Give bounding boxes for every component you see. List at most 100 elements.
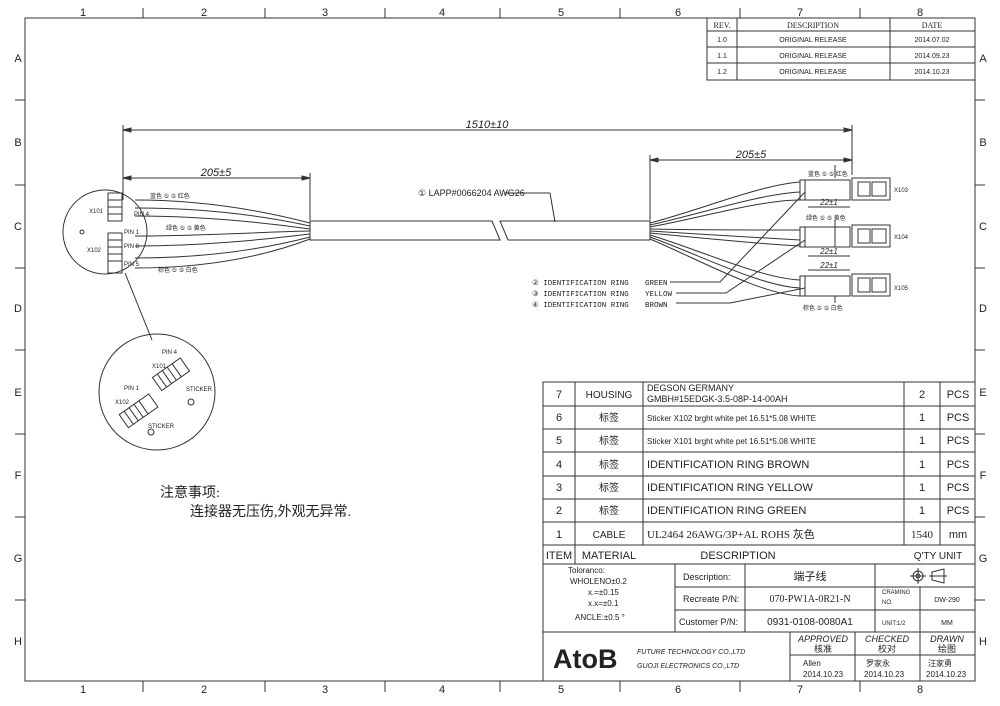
bom-desc: Sticker X101 brght white pet 16.51*5.08 … (647, 437, 816, 446)
left-branch-length: 205±5 (200, 167, 232, 179)
bom-desc: UL2464 26AWG/3P+AL ROHS 灰色 (647, 527, 815, 541)
bom-desc: Sticker X102 brght white pet 16.51*5.08 … (647, 414, 816, 423)
col-label: 1 (80, 7, 86, 19)
tolerance-line: x.x=±0.1 (588, 599, 619, 608)
description-label: Description: (683, 572, 731, 582)
arrow-icon (122, 127, 132, 133)
ring-dim: 22±1 (819, 247, 838, 256)
bom-desc: IDENTIFICATION RING BROWN (647, 459, 809, 471)
tolerance-line: x.=±0.15 (588, 588, 619, 597)
drawn-name: 汪家勇 (928, 658, 952, 668)
bom-qty: 1540 (911, 529, 934, 541)
bom-item: 4 (556, 459, 562, 471)
bom-item: 2 (556, 505, 562, 517)
rev-header: DATE (922, 21, 943, 30)
row-label: G (979, 553, 988, 565)
description-value: 端子线 (794, 569, 827, 583)
row-label: A (979, 53, 987, 65)
grid-rows (15, 99, 985, 601)
craming-label: CRAMING (882, 590, 911, 596)
col-label: 8 (917, 7, 923, 19)
col-label: 7 (797, 7, 803, 19)
revision-table: REV. DESCRIPTION DATE 1.0 ORIGINAL RELEA… (706, 17, 976, 81)
x103-label: X103 (894, 188, 909, 194)
x101-x102-detail-circle (62, 189, 148, 275)
company-name: FUTURE TECHNOLOGY CO.,LTD (637, 649, 745, 656)
bom-material: 标签 (599, 411, 619, 424)
third-angle-projection-icon (910, 568, 947, 584)
unit-label: UNIT:1/2 (882, 621, 906, 627)
col-label: 2 (201, 684, 207, 696)
drawing-number: DW-290 (934, 597, 960, 604)
row-label: D (14, 303, 22, 315)
col-label: 1 (80, 684, 86, 696)
rev-cell: 1.1 (717, 53, 727, 60)
rev-header: DESCRIPTION (787, 21, 839, 30)
x101-enlarged-label: X101 (152, 364, 167, 370)
x105-connector (851, 273, 891, 297)
id-ring-label: ③ IDENTIFICATION RING (532, 290, 629, 299)
notes-title: 注意事项: (160, 484, 220, 501)
grid-column-labels: 1 2 3 4 5 6 7 8 1 2 3 4 5 6 7 8 (80, 7, 923, 696)
tolerance-title: Toloranco: (568, 566, 605, 575)
bom-qty: 1 (919, 435, 925, 447)
bom-desc: DEGSON GERMANY (647, 383, 734, 393)
company-logo: AtoB (553, 644, 617, 674)
col-label: 5 (558, 684, 564, 696)
bom-qty: 1 (919, 505, 925, 517)
rev-cell: ORIGINAL RELEASE (779, 37, 847, 44)
x105-sleeve (799, 275, 851, 297)
bom-material: HOUSING (586, 390, 633, 401)
customer-value: 0931-0108-0080A1 (767, 617, 853, 628)
bom-desc: IDENTIFICATION RING GREEN (647, 505, 806, 517)
bom-item: 7 (556, 389, 562, 401)
row-label: A (14, 53, 22, 65)
wire-color-callout: 棕色 ⑤ ⑤ 白色 (158, 266, 198, 274)
pin-label: PIN 1 (124, 386, 140, 392)
pin-label: PIN 5 (124, 262, 140, 268)
id-ring-color: GREEN (645, 280, 668, 288)
bom-qty: 1 (919, 412, 925, 424)
bom-unit: PCS (947, 505, 970, 517)
x101-enlarged (151, 357, 191, 392)
row-label: G (14, 553, 23, 565)
no-label: NO. (882, 600, 893, 606)
approved-name: Allen (803, 659, 821, 668)
checked-label-cn: 校对 (878, 643, 896, 654)
cable-assembly (62, 125, 891, 451)
x102-housing (107, 232, 123, 274)
wire-color-callout: 蓝色 ⑤ ⑤ 红色 (150, 192, 190, 200)
grid-columns (142, 8, 861, 692)
id-ring-label: ④ IDENTIFICATION RING (532, 301, 629, 310)
bom-material: 标签 (599, 481, 619, 494)
pin-label: PIN 8 (124, 244, 140, 250)
col-label: 5 (558, 7, 564, 19)
x104-label: X104 (894, 235, 909, 241)
arrow-icon (301, 175, 311, 181)
bom-desc: GMBH#15EDGK-3.5-08P-14-00AH (647, 394, 788, 404)
checked-label: CHECKED (865, 634, 910, 644)
recreate-label: Recreate P/N: (683, 594, 740, 604)
arrow-icon (843, 127, 853, 133)
row-label: H (979, 636, 987, 648)
rev-cell: 1.0 (717, 37, 727, 44)
col-label: 8 (917, 684, 923, 696)
id-ring-color: BROWN (645, 302, 668, 310)
bom-header-item: ITEM (546, 550, 572, 562)
checked-date: 2014.10.23 (864, 670, 905, 679)
sticker-label: STICKER (148, 424, 175, 430)
bom-material: 标签 (599, 434, 619, 447)
x102-enlarged-label: X102 (115, 400, 130, 406)
wire-color-callout: 棕色 ⑤ ⑤ 白色 (803, 304, 843, 312)
approved-date: 2014.10.23 (803, 670, 844, 679)
bom-unit: PCS (947, 459, 970, 471)
bom-qty: 2 (919, 389, 925, 401)
bom-unit: PCS (947, 389, 970, 401)
bom-item: 5 (556, 435, 562, 447)
rev-header: REV. (714, 21, 731, 30)
col-label: 2 (201, 7, 207, 19)
bom-unit: mm (949, 529, 967, 541)
col-label: 4 (439, 7, 445, 19)
notes-body: 连接器无压伤,外观无异常. (190, 503, 351, 520)
grid-row-labels: A B C D E F G H A B C D E F G H (14, 53, 988, 648)
